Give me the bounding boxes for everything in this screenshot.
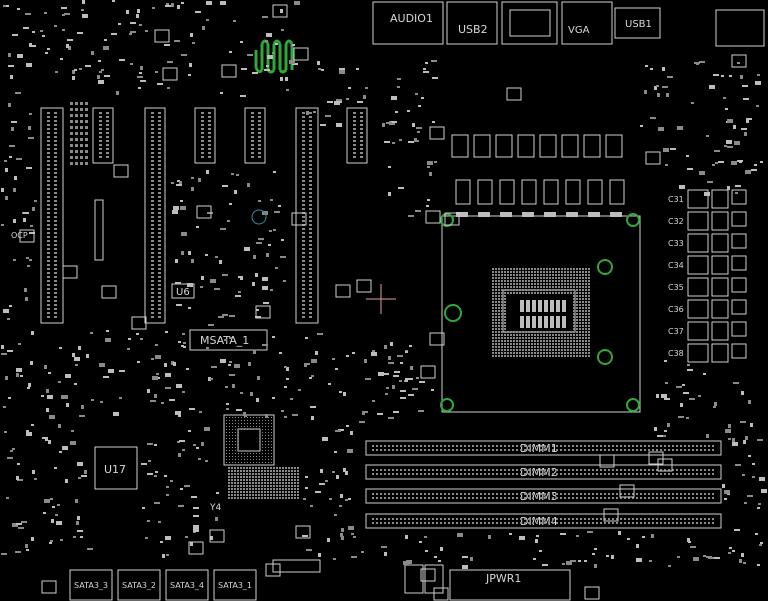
- rear-io-area: AUDIO1 USB2 VGA USB1: [372, 1, 765, 47]
- cpu-pin-array: [492, 268, 590, 357]
- dimm2-label: DIMM2: [520, 466, 558, 479]
- sata4-label: SATA3_4: [170, 581, 204, 590]
- svg-text:C32: C32: [668, 217, 684, 226]
- serpentine-trace: [254, 39, 294, 74]
- sata2-label: SATA3_2: [122, 581, 156, 590]
- svg-text:C33: C33: [668, 239, 684, 248]
- u17-label: U17: [104, 463, 126, 476]
- usb1-label: USB1: [625, 19, 652, 30]
- audio-label: AUDIO1: [390, 12, 433, 25]
- pch-ball-grid: [70, 102, 299, 499]
- mount-hole: [251, 209, 267, 225]
- usb2-label: USB2: [458, 23, 488, 36]
- svg-text:C36: C36: [668, 305, 684, 314]
- crosshair-cursor: [366, 284, 396, 314]
- dimm1-label: DIMM1: [520, 442, 558, 455]
- dimm-pin-rows: [372, 445, 714, 524]
- svg-text:C37: C37: [668, 327, 684, 336]
- sata1-label: SATA3_1: [218, 581, 252, 590]
- svg-text:C35: C35: [668, 283, 684, 292]
- sata3-label: SATA3_3: [74, 581, 108, 590]
- bottom-connectors: SATA3_3 SATA3_2 SATA3_4 SATA3_1 JPWR1 OC…: [11, 231, 571, 601]
- slot-pin-grid: [47, 112, 363, 318]
- ocp-label: OCP: [11, 231, 28, 240]
- u6-label: U6: [176, 287, 190, 298]
- dimm4-label: DIMM4: [520, 515, 558, 528]
- jpwr1-label: JPWR1: [485, 572, 521, 585]
- y4-label: Y4: [209, 503, 221, 513]
- vga-label: VGA: [568, 25, 590, 36]
- pcie-slots: [40, 107, 368, 324]
- svg-text:C34: C34: [668, 261, 684, 270]
- svg-text:C31: C31: [668, 195, 684, 204]
- svg-text:C38: C38: [668, 349, 684, 358]
- dimm3-label: DIMM3: [520, 490, 558, 503]
